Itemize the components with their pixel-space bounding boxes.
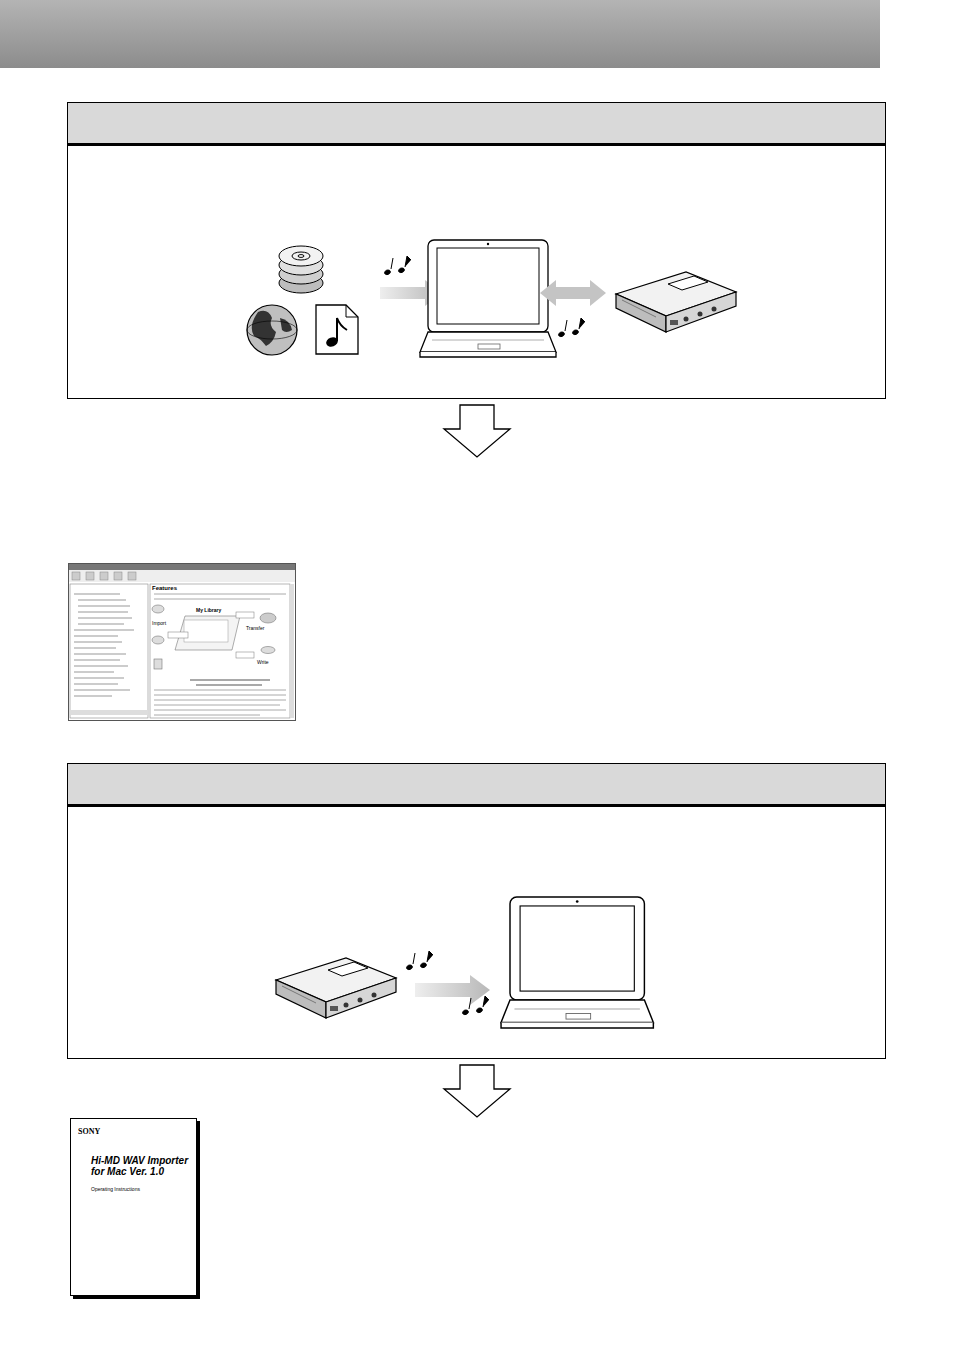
screenshot-text: Write bbox=[257, 660, 269, 665]
section-heading-band bbox=[68, 764, 885, 804]
section-box bbox=[68, 764, 886, 1059]
manual-cover: SONY Hi-MD WAV Importer for Mac Ver. 1.0O… bbox=[70, 1118, 197, 1296]
manual-title: Hi-MD WAV Importer for Mac Ver. 1.0 bbox=[91, 1155, 191, 1177]
laptop-illustration bbox=[501, 897, 653, 1028]
section-box bbox=[68, 103, 886, 399]
software-screenshot bbox=[69, 564, 296, 721]
laptop-illustration bbox=[420, 240, 556, 357]
screenshot-text: Features bbox=[152, 585, 177, 591]
two-way-arrow bbox=[540, 280, 606, 306]
md-player-illustration bbox=[276, 958, 396, 1018]
globe-icon bbox=[247, 305, 297, 355]
screenshot-text: Transfer bbox=[246, 626, 264, 631]
brand-name: SONY bbox=[78, 1128, 128, 1137]
down-arrow bbox=[444, 405, 510, 457]
screenshot-text: Import bbox=[152, 621, 166, 626]
music-file-icon bbox=[316, 305, 358, 354]
header-bar bbox=[0, 0, 880, 68]
cd-stack bbox=[279, 246, 323, 293]
md-player-illustration bbox=[616, 272, 736, 332]
down-arrow bbox=[444, 1065, 510, 1117]
screenshot-text: My Library bbox=[196, 608, 221, 613]
manual-subtitle: Operating Instructions bbox=[91, 1187, 191, 1193]
section-heading-band bbox=[68, 103, 885, 143]
flow-arrow bbox=[415, 975, 490, 1005]
